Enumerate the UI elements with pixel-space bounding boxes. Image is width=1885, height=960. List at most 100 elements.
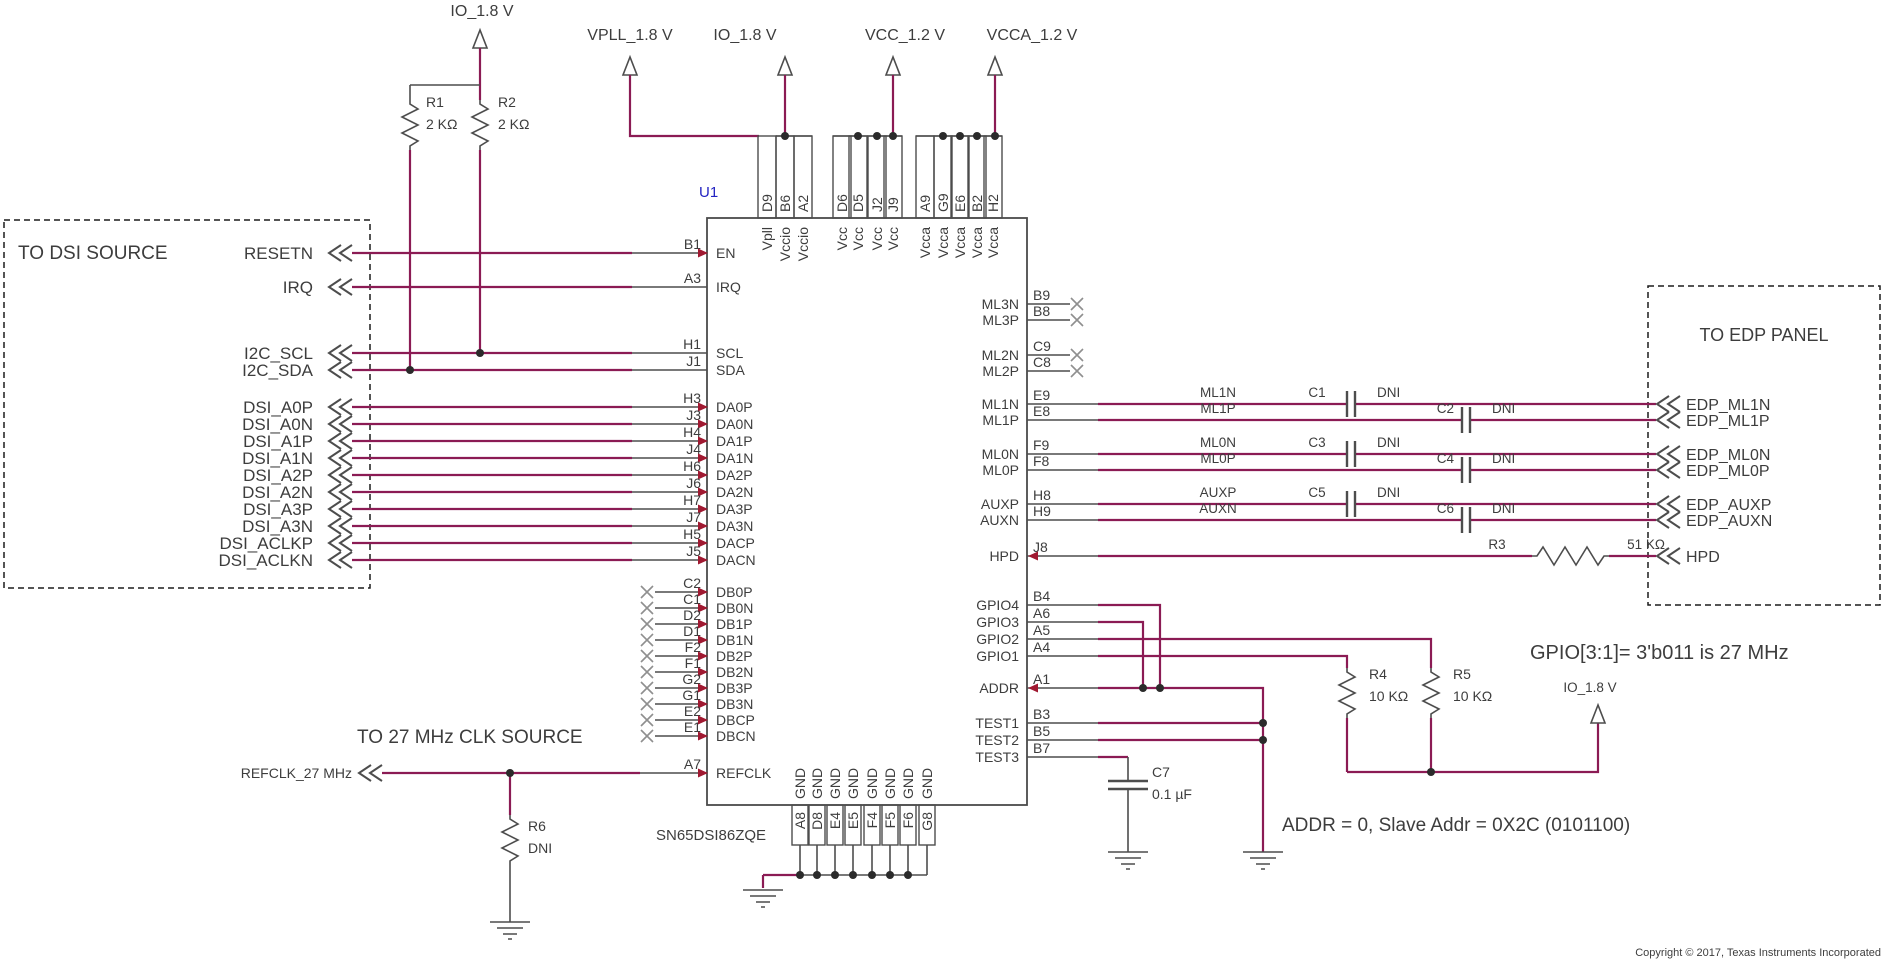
left-pin-name: DB1P [716,616,753,632]
left-pin-number: H7 [683,492,701,508]
ground-symbol [743,889,783,908]
right-pin-number: F8 [1033,453,1050,469]
right-pin-name: ML0N [982,446,1019,462]
top-pin-name: Vccio [795,227,811,261]
left-pin-number: G2 [682,671,701,687]
pin-arrowhead-icon [698,470,708,480]
dsi-signal-label: DSI_A2P [243,466,313,485]
offpage-chevron-icon [1655,495,1681,513]
cap-dni: DNI [1377,435,1400,450]
power-label-vcc: VCC_1.2 V [865,27,945,44]
chip-refdes: U1 [699,184,718,201]
junction-dot [873,132,881,140]
left-pin-number: F2 [685,639,702,655]
left-pin-number: H3 [683,390,701,406]
top-pin-name: Vcc [850,227,866,250]
right-pin-number: A4 [1033,639,1050,655]
pin-arrowhead-icon [698,402,708,412]
offpage-chevron-icon [1655,547,1681,565]
power-label-io18-pullup: IO_1.8 V [450,3,513,20]
edp-signal-label: EDP_ML1N [1686,397,1770,414]
bottom-pin-name: GND [900,768,916,799]
right-pin-number: J8 [1033,539,1048,555]
junction-dot [813,871,821,879]
bottom-pin-number: F4 [864,812,880,829]
bottom-pin-number: A8 [792,812,808,829]
schematic-graphics: D9VpllB6VccioA2VccioD6VccD5VccJ2VccJ9Vcc… [219,27,1772,940]
left-pin-number: D2 [683,607,701,623]
r4-ref: R4 [1369,666,1387,682]
top-pin-number: D6 [834,194,850,212]
junction-dot [849,871,857,879]
cap-ref: C3 [1308,435,1325,450]
wire [1098,620,1145,688]
dsi-signal-label: DSI_A0N [242,415,313,434]
right-pin-number: B3 [1033,706,1050,722]
junction-dot [939,132,947,140]
no-connect-x-icon [1070,348,1084,362]
power-arrow-icon [471,27,489,49]
no-connect-x-icon [640,729,654,743]
pin-arrowhead-icon [698,699,708,709]
top-pin-number: A2 [795,195,811,212]
dsi-signal-label: DSI_A3P [243,500,313,519]
no-connect-x-icon [640,681,654,695]
net-label-ml1p: ML1P [1200,401,1235,416]
resistor-symbol [470,100,490,150]
left-pin-name: EN [716,245,735,261]
top-pin-number: B2 [969,195,985,212]
right-pin-name: ML2N [982,347,1019,363]
pin-arrowhead-icon [698,555,708,565]
left-pin-name: DB0P [716,584,753,600]
dsi-source-title: TO DSI SOURCE [18,243,168,264]
dsi-signal-label: DSI_A2N [242,483,313,502]
top-pin-name: Vccio [777,227,793,261]
refclk-net-label: REFCLK_27 MHz [241,765,352,781]
cap-ref: C6 [1437,501,1454,516]
dsi-source-box [3,219,371,589]
left-pin-number: H5 [683,526,701,542]
cap-dni: DNI [1492,401,1515,416]
right-pin-name: AUXN [980,512,1019,528]
left-pin-number: J7 [686,509,701,525]
edp-panel-box [1647,285,1881,606]
dsi-signal-label: DSI_A3N [242,517,313,536]
pin-arrowhead-icon [698,538,708,548]
top-pin-number: A9 [917,195,933,212]
junction-dot [904,871,912,879]
left-pin-name: SDA [716,362,745,378]
cap-dni: DNI [1377,485,1400,500]
right-pin-name: ML1P [982,412,1019,428]
c7-ref: C7 [1152,764,1170,780]
offpage-chevron-icon [1655,445,1681,463]
junction-dot [868,871,876,879]
left-pin-name: DB0N [716,600,753,616]
no-connect-x-icon [1070,297,1084,311]
dsi-signal-label: RESETN [244,244,313,263]
pin-arrowhead-icon [698,667,708,677]
r1-value: 2 KΩ [426,116,457,132]
left-pin-number: G1 [682,687,701,703]
right-pin-number: H9 [1033,503,1051,519]
left-pin-number: H1 [683,336,701,352]
junction-dot [1427,768,1435,776]
top-pin-name: Vcc [869,227,885,250]
junction-dot [831,871,839,879]
dsi-signal-label: DSI_A0P [243,398,313,417]
dsi-signal-label: DSI_A1P [243,432,313,451]
ground-symbol [1108,851,1148,870]
right-pin-name: TEST2 [975,732,1019,748]
no-connect-x-icon [640,633,654,647]
pin-arrowhead-icon [698,768,708,778]
power-arrow-icon [884,54,902,76]
top-pin-name: Vcca [952,227,968,258]
r5-value: 10 KΩ [1453,688,1492,704]
cap-ref: C5 [1308,485,1325,500]
bottom-pin-name: GND [809,768,825,799]
right-pin-number: H8 [1033,487,1051,503]
cap-ref: C1 [1308,385,1325,400]
no-connect-x-icon [1070,364,1084,378]
left-pin-number: B1 [684,236,701,252]
pin-arrowhead-icon [1028,551,1038,561]
